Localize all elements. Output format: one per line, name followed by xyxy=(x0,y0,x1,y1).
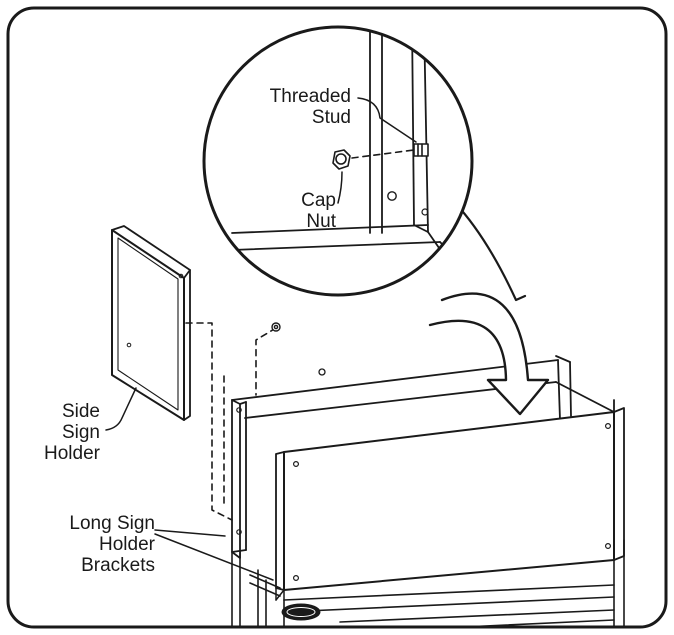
brand-logo xyxy=(281,603,321,621)
cap-nut-detail xyxy=(332,149,351,170)
label-side-sign-holder-line3: Holder xyxy=(44,443,101,464)
side-sign-holder-panel xyxy=(111,225,191,421)
label-threaded-stud-line2: Stud xyxy=(312,107,351,128)
label-long-sign-holder-brackets-line2: Holder xyxy=(99,534,156,555)
long-sign-panel xyxy=(275,407,625,601)
threaded-stud-detail xyxy=(413,143,429,157)
right-rear-post xyxy=(555,381,615,413)
label-threaded-stud-line1: Threaded xyxy=(270,86,351,107)
stud-nut-dashed-line xyxy=(351,149,415,159)
alignment-guides xyxy=(185,322,277,521)
label-cap-nut-line2: Nut xyxy=(306,211,336,232)
zoom-arrow xyxy=(428,292,550,416)
label-long-sign-holder-brackets-line1: Long Sign xyxy=(69,513,155,534)
cap-nut-small xyxy=(271,322,281,332)
label-cap-nut-line1: Cap xyxy=(301,190,336,211)
label-side-sign-holder-line2: Sign xyxy=(62,422,100,443)
rear-rail-hole xyxy=(318,368,326,376)
label-side-sign-holder-line1: Side xyxy=(62,401,100,422)
label-long-sign-holder-brackets-line3: Brackets xyxy=(81,555,155,576)
leader-lines xyxy=(105,97,417,581)
long-sign-holder-bracket xyxy=(231,399,247,559)
